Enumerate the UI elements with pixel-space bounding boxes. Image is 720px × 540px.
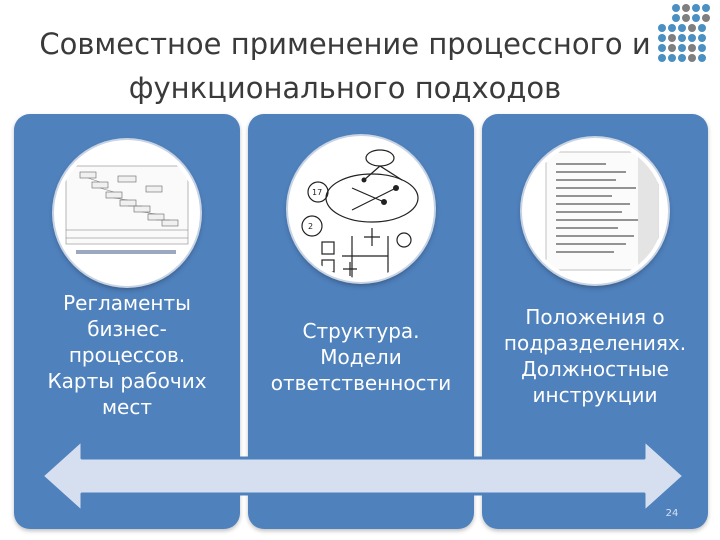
svg-text:17: 17	[312, 188, 322, 197]
decorative-dot	[658, 34, 666, 42]
decorative-dot	[668, 34, 676, 42]
panel-3-text: Положения о подразделениях. Должностные …	[490, 304, 700, 408]
document-text-thumbnail-icon	[545, 151, 659, 271]
structure-diagram-thumbnail-icon: 17 2	[301, 149, 419, 278]
decorative-dot	[688, 34, 696, 42]
decorative-dot	[698, 34, 706, 42]
panel-1-line: бизнес-	[87, 317, 167, 341]
page-number: 24	[665, 508, 679, 519]
panel-2-text: Структура. Модели ответственности	[256, 318, 466, 396]
decorative-dot	[702, 14, 710, 22]
panel-1-line: процессов.	[68, 343, 186, 367]
slide-title-text: Совместное применение процессного и функ…	[39, 27, 651, 105]
panel-1-line: Карты рабочих	[47, 369, 207, 393]
decorative-dot	[682, 4, 690, 12]
process-map-image	[54, 140, 200, 286]
panel-2-line: ответственности	[270, 371, 452, 395]
decorative-dot	[698, 24, 706, 32]
decorative-dot	[678, 44, 686, 52]
structure-diagram-image: 17 2	[288, 136, 434, 282]
decorative-dot	[702, 4, 710, 12]
decorative-dot	[678, 54, 686, 62]
process-map-thumbnail-icon	[65, 165, 189, 254]
double-arrow-icon	[40, 438, 686, 514]
decorative-dot	[678, 34, 686, 42]
panel-3-line: Положения о	[525, 305, 665, 329]
decorative-dot	[692, 14, 700, 22]
slide-title: Совместное применение процессного и функ…	[30, 22, 660, 110]
decorative-dot	[658, 24, 666, 32]
panel-1-text: Регламенты бизнес- процессов. Карты рабо…	[22, 290, 232, 420]
decorative-dot	[682, 14, 690, 22]
decorative-dot	[698, 54, 706, 62]
decorative-dot	[692, 4, 700, 12]
panel-2-line: Структура.	[302, 319, 420, 343]
panel-1-line: Регламенты	[63, 291, 191, 315]
decorative-dot	[672, 14, 680, 22]
panel-3-line: инструкции	[532, 383, 658, 407]
decorative-dot	[672, 4, 680, 12]
document-image	[522, 138, 668, 284]
decorative-dot	[688, 54, 696, 62]
decorative-dot	[658, 44, 666, 52]
decorative-dot	[668, 24, 676, 32]
panel-1-line: мест	[101, 395, 153, 419]
decorative-dot	[678, 24, 686, 32]
panel-3-line: подразделениях.	[503, 331, 687, 355]
decorative-dot	[688, 24, 696, 32]
decorative-dot	[698, 44, 706, 52]
panel-3-line: Должностные	[521, 357, 669, 381]
decorative-dot	[668, 54, 676, 62]
decorative-dot	[658, 54, 666, 62]
decorative-dot	[668, 44, 676, 52]
panel-2-line: Модели	[320, 345, 402, 369]
svg-text:2: 2	[308, 222, 313, 231]
decorative-dot	[688, 44, 696, 52]
